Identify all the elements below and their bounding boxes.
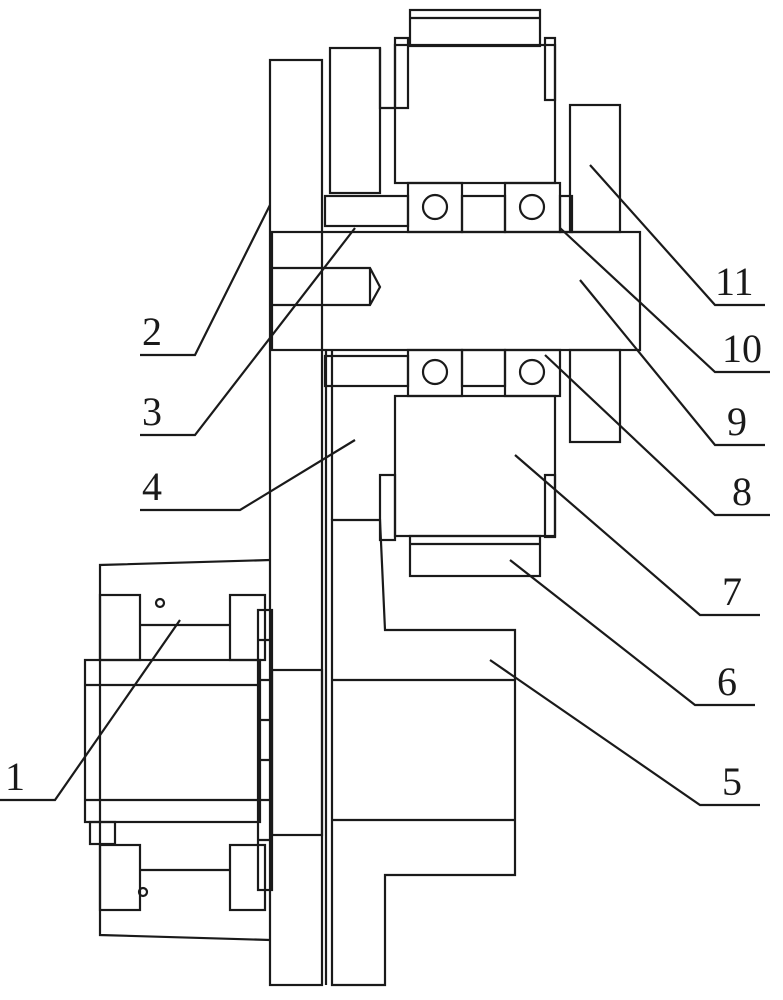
label-6: 6	[717, 659, 737, 704]
label-10: 10	[722, 326, 762, 371]
part-3-spacer	[323, 194, 410, 388]
part-4-support	[324, 46, 395, 985]
label-11: 11	[715, 259, 754, 304]
part-6-cap	[408, 8, 542, 578]
label-9: 9	[727, 399, 747, 444]
label-1: 1	[5, 754, 25, 799]
part-labels: 1 2 3 4 5 6 7 8 9 10 11	[5, 259, 762, 804]
part-1-assembly	[83, 558, 324, 942]
part-7-housing	[378, 36, 557, 542]
label-3: 3	[142, 389, 162, 434]
label-8: 8	[732, 469, 752, 514]
part-11-collar	[568, 103, 622, 444]
leader-lines	[0, 164, 770, 807]
label-7: 7	[722, 569, 742, 614]
part-5-base	[330, 518, 517, 987]
part-10-spacer	[460, 194, 574, 388]
label-2: 2	[142, 309, 162, 354]
part-8-bearings	[406, 181, 562, 398]
label-5: 5	[722, 759, 742, 804]
part-2-plate	[268, 58, 324, 987]
label-4: 4	[142, 464, 162, 509]
